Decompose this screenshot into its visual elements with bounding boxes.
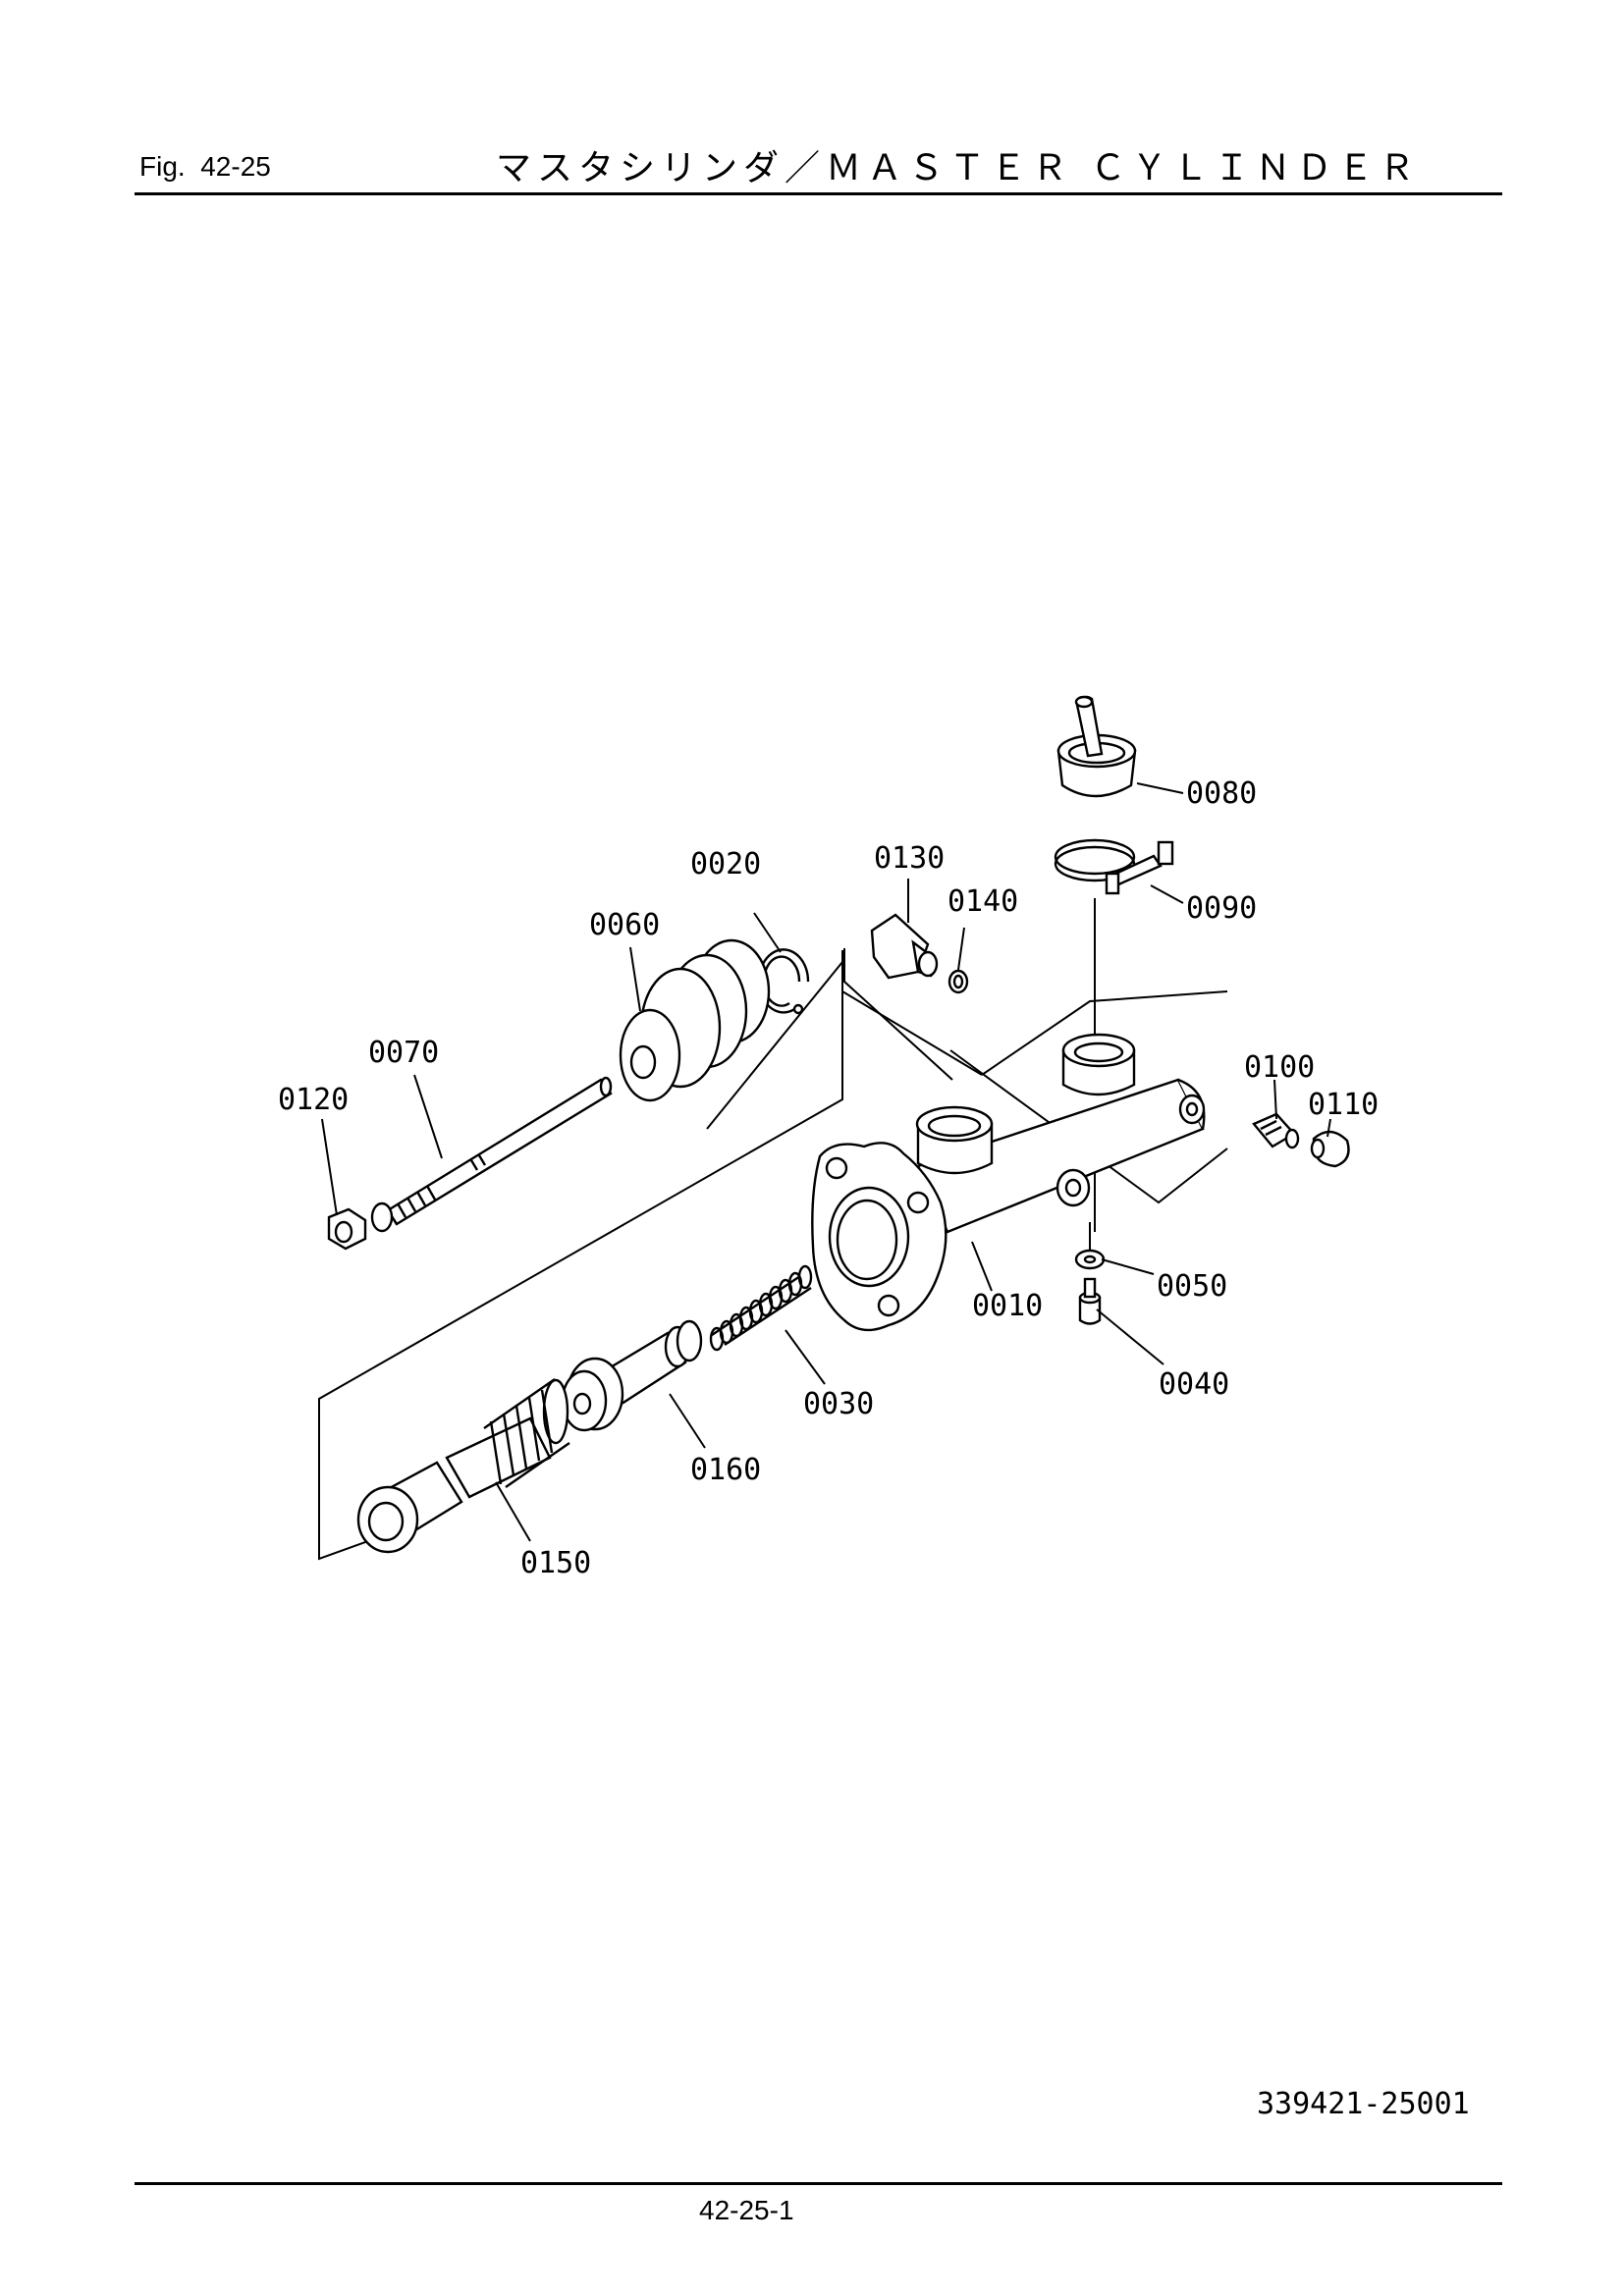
callout-0120: 0120 xyxy=(278,1083,349,1117)
part-0120-lock-nut xyxy=(327,1207,367,1251)
callout-0060: 0060 xyxy=(589,908,660,942)
part-0090-hose-clamp xyxy=(1054,838,1174,895)
part-0010-cylinder-body xyxy=(811,1033,1206,1332)
page-title: マスタシリンダ／ＭＡＳＴＥＲ ＣＹＬＩＮＤＥＲ xyxy=(496,148,1421,188)
header-rule xyxy=(135,192,1502,195)
callout-0040: 0040 xyxy=(1159,1367,1229,1402)
part-0130-union-fitting xyxy=(870,913,939,980)
callout-0020: 0020 xyxy=(690,847,761,881)
callout-0110: 0110 xyxy=(1308,1088,1379,1122)
part-0050-washer xyxy=(1074,1249,1106,1270)
part-0110-bleeder-cap xyxy=(1310,1130,1350,1168)
drawing-number: 339421-25001 xyxy=(1257,2087,1470,2121)
callout-0140: 0140 xyxy=(947,884,1018,919)
part-0100-bleeder-screw xyxy=(1252,1112,1300,1149)
leader-lines xyxy=(321,782,1331,1542)
callout-0080: 0080 xyxy=(1186,776,1257,811)
callout-0090: 0090 xyxy=(1186,891,1257,926)
callout-0100: 0100 xyxy=(1244,1050,1315,1085)
part-0070-push-rod xyxy=(370,1076,613,1233)
part-0040-bolt xyxy=(1078,1277,1102,1325)
callout-0130: 0130 xyxy=(874,841,945,876)
callout-0010: 0010 xyxy=(972,1289,1043,1323)
callout-0150: 0150 xyxy=(520,1546,591,1580)
part-0080-reservoir-cap xyxy=(1056,695,1137,798)
footer-rule xyxy=(135,2182,1502,2185)
callout-0030: 0030 xyxy=(803,1387,874,1421)
part-0160-piston xyxy=(561,1319,703,1432)
part-0030-return-spring xyxy=(709,1264,813,1352)
callout-0050: 0050 xyxy=(1157,1269,1227,1304)
callout-0070: 0070 xyxy=(368,1036,439,1070)
part-0060-dust-boot xyxy=(619,938,771,1102)
figure-number: Fig. 42-25 xyxy=(139,151,271,182)
callout-0160: 0160 xyxy=(690,1453,761,1487)
part-0150-piston-cup-kit xyxy=(356,1378,570,1554)
part-0140-o-ring xyxy=(947,969,969,994)
page-number: 42-25-1 xyxy=(699,2195,794,2225)
part-callout-labels: 0080 0090 0130 0140 0020 0060 0070 0120 … xyxy=(278,776,1379,1580)
